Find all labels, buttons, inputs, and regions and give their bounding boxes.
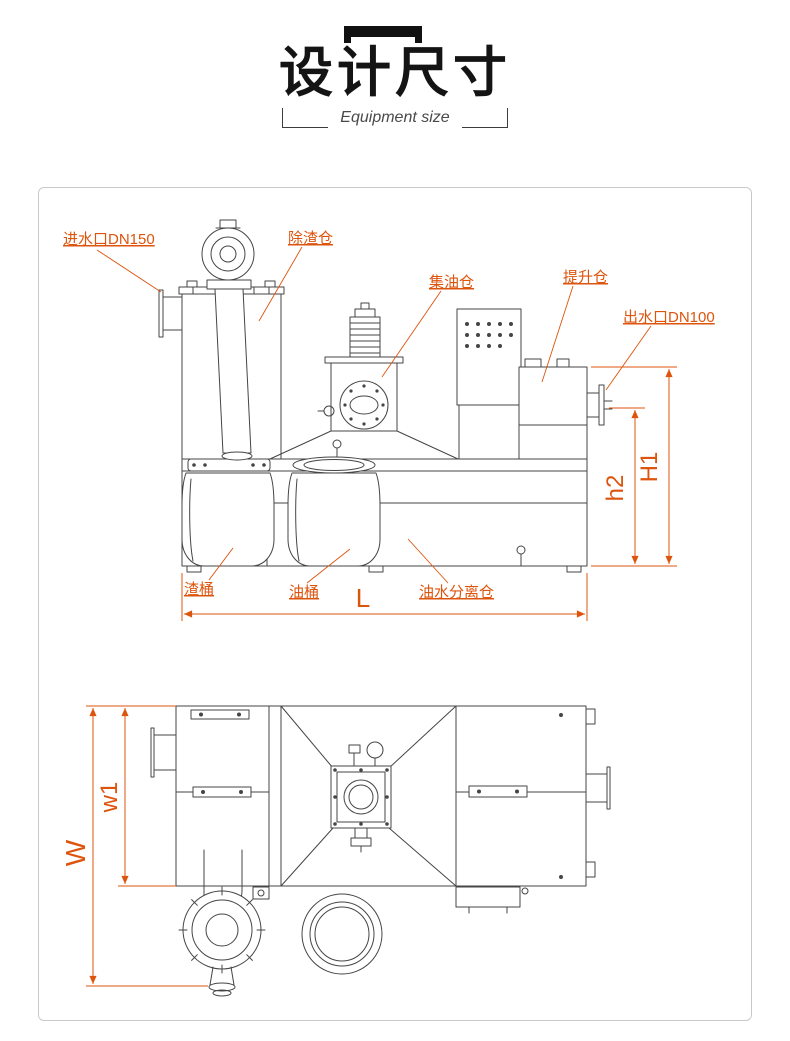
dimension-H1: H1 xyxy=(591,366,677,567)
dim-W: W xyxy=(60,839,91,866)
plan-left-section xyxy=(175,709,270,798)
oil-chamber-motor xyxy=(349,302,381,358)
diagram-panel: 进水口DN150 除渣仓 集油仓 提升仓 出水口DN100 渣桶 油桶 油水分离… xyxy=(38,187,752,1021)
label-inlet: 进水口DN150 xyxy=(63,231,155,248)
plan-center-hopper xyxy=(280,705,457,887)
dimension-L: L xyxy=(181,573,588,621)
outlet-flange xyxy=(586,384,613,426)
label-separation-chamber: 油水分离仓 xyxy=(419,584,494,601)
dimension-h2: h2 xyxy=(602,407,645,564)
plan-barrel-circle xyxy=(301,893,383,975)
slag-bucket-drawing xyxy=(181,458,275,567)
dimension-w1: w1 xyxy=(96,708,176,887)
page-subtitle: Equipment size xyxy=(340,109,450,127)
label-oil-bucket: 油桶 xyxy=(289,584,319,601)
dim-w1: w1 xyxy=(96,782,123,814)
label-slag-chamber: 除渣仓 xyxy=(288,230,333,247)
elevation-labels: 进水口DN150 除渣仓 集油仓 提升仓 出水口DN100 渣桶 油桶 油水分离… xyxy=(63,230,715,601)
label-oil-chamber: 集油仓 xyxy=(429,274,474,291)
dimension-W: W xyxy=(60,705,208,987)
hopper xyxy=(269,430,459,460)
plan-inlet-flange xyxy=(150,727,177,778)
dim-H1: H1 xyxy=(636,452,663,483)
plan-view: W w1 xyxy=(60,705,611,997)
lift-chamber-box xyxy=(518,358,588,460)
oil-bucket-drawing xyxy=(287,456,381,567)
technical-drawing: 进水口DN150 除渣仓 集油仓 提升仓 出水口DN100 渣桶 油桶 油水分离… xyxy=(60,219,715,997)
plan-elbow-pipe xyxy=(178,849,266,997)
label-lift-chamber: 提升仓 xyxy=(563,269,608,286)
label-outlet: 出水口DN100 xyxy=(623,309,715,326)
title-block: 设计尺寸 Equipment size xyxy=(0,0,790,170)
subtitle-row: Equipment size xyxy=(0,104,790,129)
dim-h2: h2 xyxy=(602,475,629,502)
subtitle-corner-right xyxy=(461,108,508,129)
title-decor-bracket xyxy=(344,26,422,43)
plan-outlet-flange xyxy=(585,766,611,810)
elevation-view: 进水口DN150 除渣仓 集油仓 提升仓 出水口DN100 渣桶 油桶 油水分离… xyxy=(63,219,715,621)
control-panel xyxy=(456,308,522,460)
pump-motor xyxy=(201,219,255,281)
dim-L: L xyxy=(356,583,370,613)
plan-right-section xyxy=(455,708,596,879)
inlet-flange xyxy=(158,289,183,338)
plan-fittings xyxy=(252,886,529,914)
page-title: 设计尺寸 xyxy=(279,43,511,103)
oil-chamber-box xyxy=(317,356,404,432)
label-slag-bucket: 渣桶 xyxy=(184,581,214,598)
subtitle-corner-left xyxy=(282,108,329,129)
